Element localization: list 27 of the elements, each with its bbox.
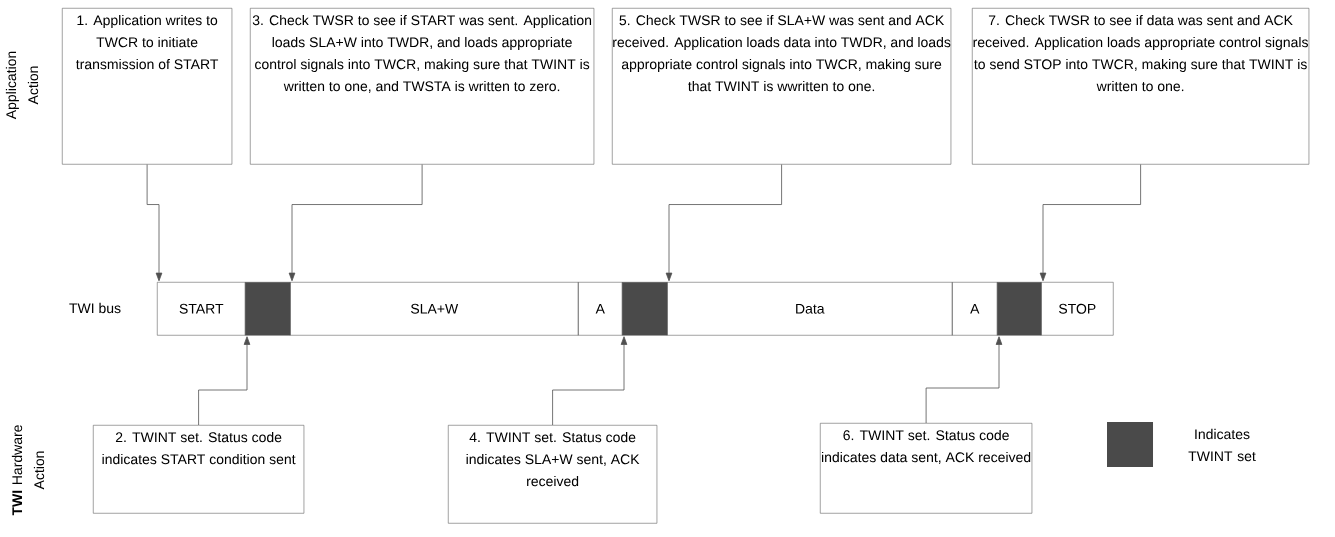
status-box: 6. TWINT set. Status code indicates data sent, ACK received: [820, 423, 1033, 514]
bus-segment: Data: [667, 282, 953, 336]
twint-block: [245, 282, 291, 336]
action-box: 5. Check TWSR to see if SLA+W was sent and ACK received. Application loads data into TWDR, and loads appropriate control signals into TWCR, making sure that TWINT is wwritten to one.: [612, 8, 952, 165]
bus-segment: START: [157, 282, 246, 336]
bus-segment: A: [952, 282, 998, 336]
bus-segment: SLA+W: [290, 282, 579, 336]
action-box: 1. Application writes to TWCR to initiate transmission of START: [62, 8, 233, 165]
status-box: 2. TWINT set. Status code indicates START condition sent: [93, 425, 305, 514]
arrow: [665, 164, 782, 282]
status-box: 4. TWINT set. Status code indicates SLA+W sent, ACK received: [448, 425, 658, 524]
arrow: [1039, 164, 1141, 282]
action-box: 7. Check TWSR to see if data was sent and ACK received. Application loads appropriate control signals to send STOP into TWCR, making sure that TWINT is written to one.: [972, 8, 1310, 165]
side-label: TWI bus: [69, 302, 121, 314]
twint-block: [997, 282, 1042, 336]
bus-segment: STOP: [1041, 282, 1114, 336]
twint-block: [622, 282, 668, 336]
side-label: Application Action: [5, 51, 39, 120]
side-label: TWI Hardware Action: [11, 425, 45, 516]
action-box: 3. Check TWSR to see if START was sent. Application loads SLA+W into TWDR, and loads appropriate control signals into TWCR, making sure that TWINT is written to one, and TWSTA is written to zero.: [250, 8, 595, 165]
arrow: [146, 164, 163, 282]
legend-label: Indicates TWINT set: [1188, 428, 1256, 462]
bus-segment: A: [578, 282, 623, 336]
arrow: [552, 336, 628, 426]
arrow: [288, 164, 423, 282]
arrow: [925, 336, 1003, 424]
arrow: [198, 336, 251, 426]
